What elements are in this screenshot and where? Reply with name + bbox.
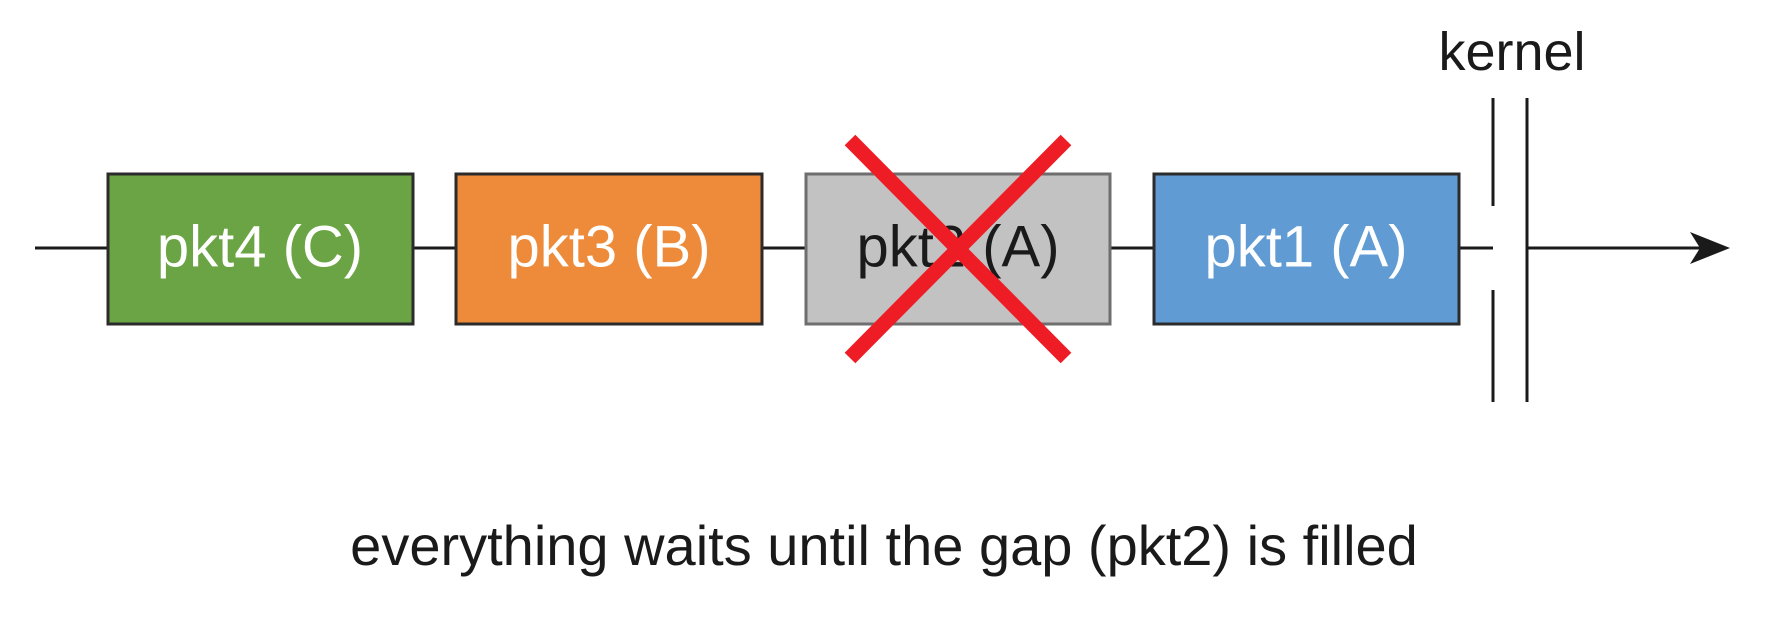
- packet-label: pkt3 (B): [507, 214, 710, 279]
- packet-pkt1: pkt1 (A): [1152, 172, 1461, 326]
- kernel-label: kernel: [1438, 22, 1585, 82]
- packet-label: pkt4 (C): [157, 214, 363, 279]
- packet-box: [1152, 172, 1461, 326]
- packet-label: pkt1 (A): [1204, 214, 1407, 279]
- dropped-packet-cross-icon: [844, 134, 1072, 364]
- kernel-boundary: [1491, 98, 1529, 402]
- packet-pkt2: pkt2 (A): [804, 134, 1112, 364]
- packet-box: [106, 172, 415, 326]
- timeline-arrowhead: [1690, 232, 1730, 264]
- cross-stroke-2: [844, 134, 1072, 364]
- packet-pkt3: pkt3 (B): [454, 172, 764, 326]
- packet-pkt4: pkt4 (C): [106, 172, 415, 326]
- diagram-caption: everything waits until the gap (pkt2) is…: [350, 514, 1418, 577]
- packet-box: [454, 172, 764, 326]
